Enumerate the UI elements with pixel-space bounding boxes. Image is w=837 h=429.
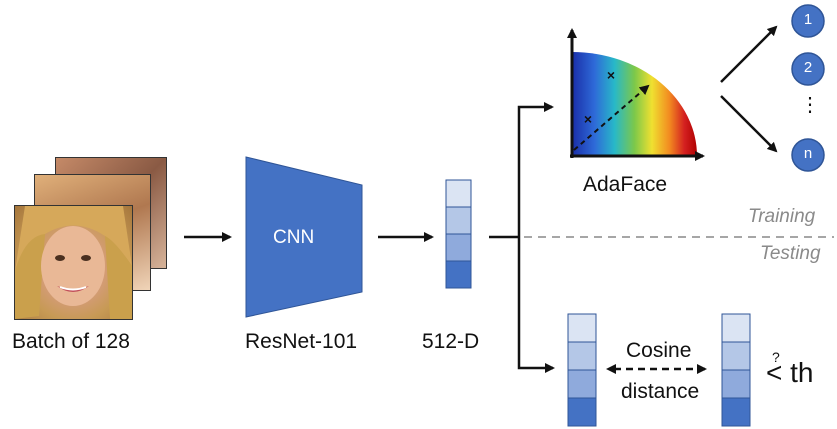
cnn-label: CNN <box>273 227 315 248</box>
metric-label-line1: Cosine <box>626 339 692 362</box>
embedding-caption: 512-D <box>422 330 480 353</box>
class-ellipsis: ⋮ <box>800 94 820 116</box>
adaface-plot: × × <box>567 28 705 161</box>
face-image-front <box>14 205 133 320</box>
testing-label: Testing <box>760 243 821 264</box>
backbone-caption: ResNet-101 <box>245 330 358 353</box>
cnn-block <box>245 156 363 318</box>
arrow-to-adaface <box>517 102 554 237</box>
class-label-2: 2 <box>803 59 813 76</box>
adaface-caption: AdaFace <box>583 173 668 196</box>
training-label: Training <box>748 206 816 227</box>
class-label-n: n <box>803 145 813 162</box>
threshold-question: ? <box>772 349 780 365</box>
adaface-marker-upper: × <box>607 67 615 83</box>
input-caption: Batch of 128 <box>12 330 130 353</box>
class-node-2 <box>791 52 825 86</box>
query-vector <box>567 313 597 427</box>
arrow-to-class-1 <box>720 25 778 83</box>
class-node-n <box>791 138 825 172</box>
embedding-vector <box>445 179 472 289</box>
threshold-label: < th <box>766 357 814 388</box>
metric-label-line2: distance <box>621 380 700 403</box>
arrow-to-class-n <box>720 95 778 153</box>
class-label-1: 1 <box>803 11 813 28</box>
adaface-dashed-vector <box>573 84 650 151</box>
class-node-1 <box>791 4 825 38</box>
face-illustration <box>15 206 132 319</box>
arrow-to-verification <box>517 237 555 373</box>
reference-vector <box>721 313 751 427</box>
adaface-marker-lower: × <box>584 111 592 127</box>
